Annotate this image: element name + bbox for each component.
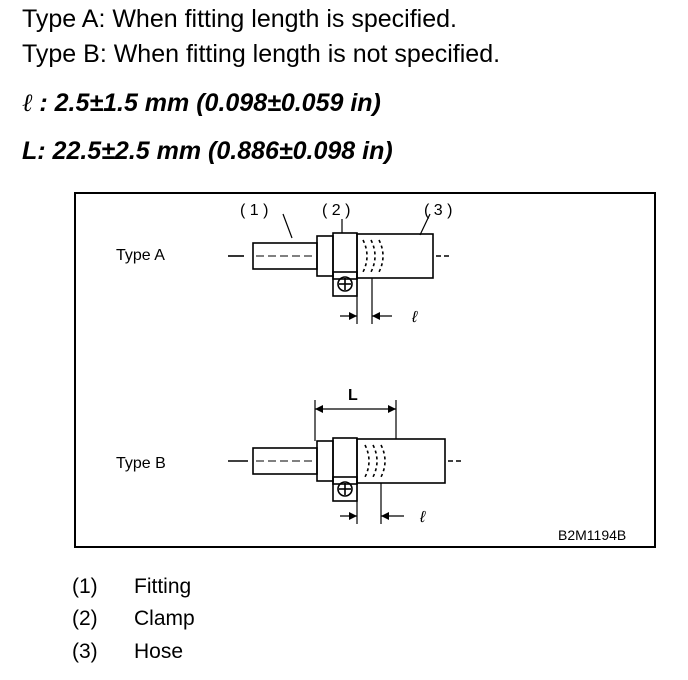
hose-a-insert-detail xyxy=(362,239,384,273)
type-b-assembly xyxy=(228,400,464,524)
ell-spec-value: : 2.5±1.5 mm (0.098±0.059 in) xyxy=(32,89,381,117)
dim-ell-b: ℓ xyxy=(419,509,426,526)
diagram-frame xyxy=(74,192,656,548)
arrow-L-left xyxy=(315,405,323,413)
legend-num: (3) xyxy=(72,640,98,663)
fitting-a-collar xyxy=(316,235,334,277)
arrow-ell-a-right xyxy=(372,312,380,320)
leader-3 xyxy=(419,213,431,236)
legend-label: Fitting xyxy=(134,575,192,598)
legend-num: (2) xyxy=(72,607,98,630)
legend-label: Clamp xyxy=(134,607,195,630)
type-a-assembly xyxy=(228,232,452,324)
legend-item-clamp: (2) Clamp xyxy=(72,607,195,631)
hose-a xyxy=(356,233,434,279)
dim-L: L xyxy=(348,387,358,404)
hose-b-insert-detail xyxy=(364,444,386,478)
dim-ell-a: ℓ xyxy=(411,309,418,326)
callout-3: ( 3 ) xyxy=(424,202,452,219)
arrow-ell-b-left xyxy=(349,512,357,520)
screw-a xyxy=(337,276,353,292)
legend-item-hose: (3) Hose xyxy=(72,640,183,664)
figure-code: B2M1194B xyxy=(558,527,626,543)
legend-num: (1) xyxy=(72,575,98,598)
arrow-ell-a-left xyxy=(349,312,357,320)
screw-b xyxy=(337,481,353,497)
legend-label: Hose xyxy=(134,640,184,663)
arrow-L-right xyxy=(388,405,396,413)
type-b-label: Type B xyxy=(116,455,166,472)
callout-1: ( 1 ) xyxy=(240,202,268,219)
type-a-label: Type A xyxy=(116,247,165,264)
fitting-b-collar xyxy=(316,440,334,482)
type-a-description: Type A: When fitting length is specified… xyxy=(22,5,457,33)
ell-spec: ℓ : 2.5±1.5 mm (0.098±0.059 in) xyxy=(22,88,381,118)
type-b-description: Type B: When fitting length is not speci… xyxy=(22,40,501,68)
arrow-ell-b-right xyxy=(381,512,389,520)
ell-symbol: ℓ xyxy=(22,88,33,117)
L-spec: L: 22.5±2.5 mm (0.886±0.098 in) xyxy=(22,137,393,165)
hose-b xyxy=(356,438,446,484)
callout-2: ( 2 ) xyxy=(322,202,350,219)
legend-item-fitting: (1) Fitting xyxy=(72,575,191,599)
leader-1 xyxy=(282,213,293,239)
